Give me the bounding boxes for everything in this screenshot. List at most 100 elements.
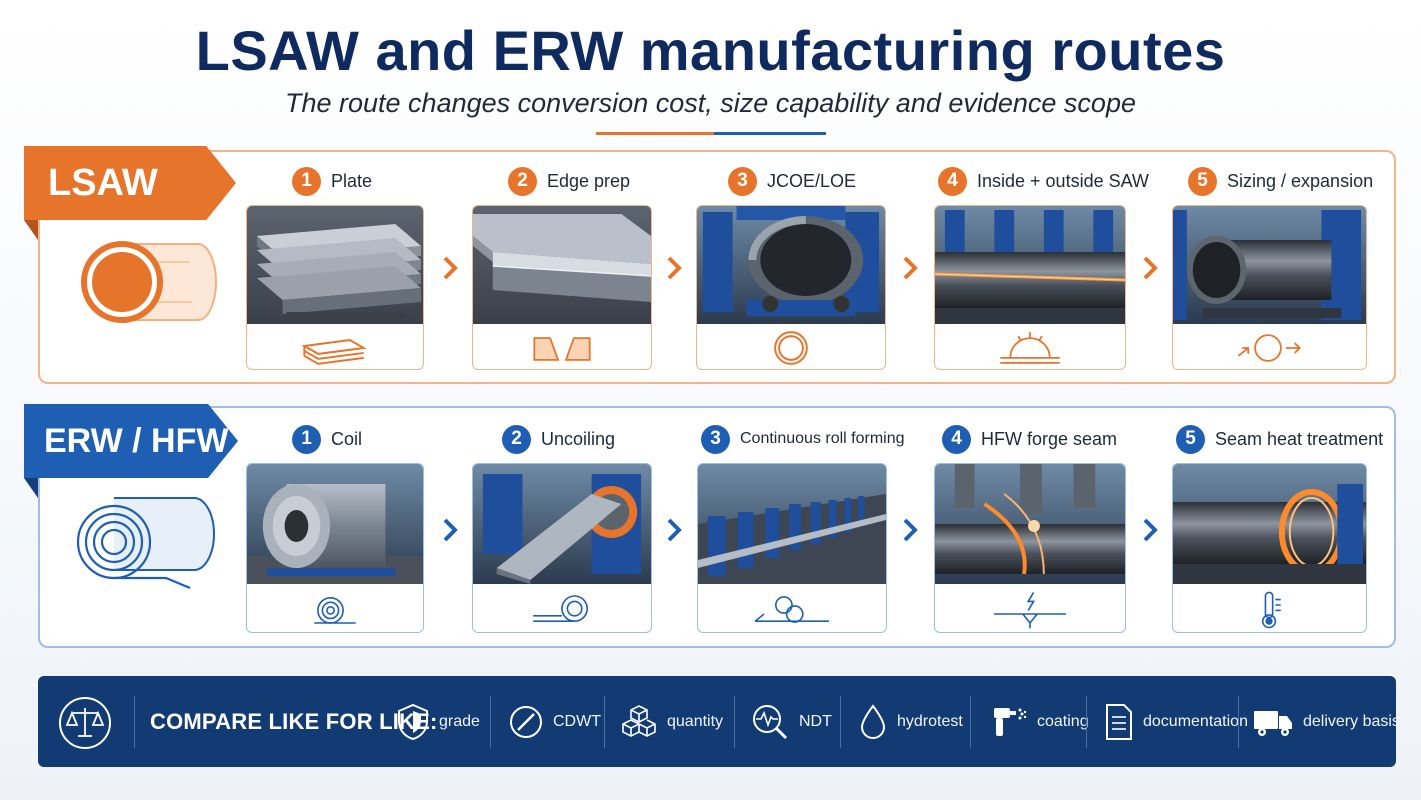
lsaw-route-label: LSAW [24,146,236,220]
steel-plates-photo [247,206,423,324]
step-label: Continuous roll forming [740,430,905,447]
rollers-icon [754,596,829,623]
lsaw-step-card [1172,205,1367,370]
separator [1238,696,1239,748]
compare-title: COMPARE LIKE FOR LIKE: [150,708,438,734]
shield-check-icon [398,703,428,740]
arrow-right-icon [903,518,918,542]
step-label: Plate [331,170,373,191]
compare-item-cdwt: CDWT [508,676,601,767]
magnifier-pulse-icon [753,704,788,739]
separator [490,696,491,748]
erw-step-card [472,463,652,633]
erw-step-card [246,463,424,633]
step-number: 5 [1188,166,1217,196]
slash-circle-icon [510,705,542,738]
step-number: 3 [728,166,757,196]
compare-item-grade: grade [396,676,480,767]
uncoil-icon [533,595,589,623]
step-label: Uncoiling [541,428,616,449]
step-number: 4 [938,166,967,196]
compare-item-documentation: documentation [1104,676,1248,767]
erw-step-uncoiling: 2 Uncoiling [472,423,652,633]
step-label: JCOE/LOE [767,170,857,191]
separator [734,696,735,748]
lsaw-ribbon-fold [24,220,38,240]
erw-route-label: ERW / HFW [24,404,238,478]
erw-step-coil: 1 Coil [246,423,426,633]
step-label: Sizing / expansion [1227,170,1374,191]
ring-icon [774,331,808,365]
steel-coil-photo [247,464,423,584]
compare-item-hydrotest: hydrotest [858,676,963,767]
scales-icon [59,697,111,749]
compare-label: hydrotest [897,712,963,730]
compare-label: CDWT [553,712,601,730]
lsaw-step-card [472,205,652,370]
separator [604,696,605,748]
lsaw-step-plate: 1 Plate [246,165,426,370]
pipe-icon [81,241,217,323]
separator [970,696,971,748]
step-number: 2 [502,424,531,454]
arrow-right-icon [443,256,458,280]
step-label: HFW forge seam [981,428,1118,449]
arrow-right-icon [667,256,682,280]
erw-ribbon-fold [24,478,38,498]
arrow-right-icon [1143,256,1158,280]
seam-annealer-photo [1173,464,1366,584]
lsaw-step-card [246,205,424,370]
beveled-plate-photo [473,206,651,324]
cubes-icon [622,704,656,737]
bevel-icon [533,337,591,361]
weld-arc-icon [1000,332,1060,364]
droplet-icon [860,703,886,739]
step-number: 4 [942,424,971,454]
arrow-right-icon [667,518,682,542]
spray-gun-icon [994,707,1027,736]
erw-step-card [934,463,1126,633]
erw-step-card [697,463,887,633]
truck-icon [1254,710,1292,736]
arrow-right-icon [903,256,918,280]
step-label: Inside + outside SAW [977,170,1149,191]
compare-label: grade [439,712,480,730]
erw-step-roll-forming: 3 Continuous roll forming [697,423,905,633]
uncoiler-photo [473,464,651,584]
expansion-icon [1237,334,1301,362]
step-number: 3 [701,424,730,454]
forming-press-photo [697,206,885,324]
plate-stack-icon [301,339,367,365]
arrow-right-icon [1143,518,1158,542]
erw-step-hfw-seam: 4 HFW forge seam [934,423,1126,633]
saw-welding-photo [935,206,1125,324]
separator [840,696,841,748]
lsaw-step-jcoe: 3 JCOE/LOE [696,165,886,370]
separator [134,696,135,748]
compare-item-ndt: NDT [750,676,832,767]
compare-bar: COMPARE LIKE FOR LIKE: grade CDWT quanti… [38,676,1400,767]
roll-forming-line-photo [698,464,886,584]
compare-label: coating [1037,712,1089,730]
arrow-right-icon [443,518,458,542]
compare-item-quantity: quantity [620,676,723,767]
lsaw-step-card [696,205,886,370]
step-number: 1 [292,424,321,454]
lsaw-step-card [934,205,1126,370]
document-icon [1106,703,1132,740]
compare-item-delivery: delivery basis [1252,676,1400,767]
compare-label: delivery basis [1303,712,1400,730]
title-underline-blue [714,132,826,135]
title-underline-orange [596,132,714,135]
hfw-welding-photo [935,464,1125,584]
step-number: 2 [508,166,537,196]
compare-label: documentation [1143,712,1248,730]
erw-step-card [1172,463,1367,633]
lsaw-step-saw: 4 Inside + outside SAW [934,165,1149,370]
lightning-seam-icon [994,591,1066,629]
lsaw-step-edge-prep: 2 Edge prep [472,165,652,370]
separator [1086,696,1087,748]
erw-step-heat-treatment: 5 Seam heat treatment [1172,423,1383,633]
step-label: Seam heat treatment [1215,428,1384,449]
coil-small-icon [314,596,356,624]
